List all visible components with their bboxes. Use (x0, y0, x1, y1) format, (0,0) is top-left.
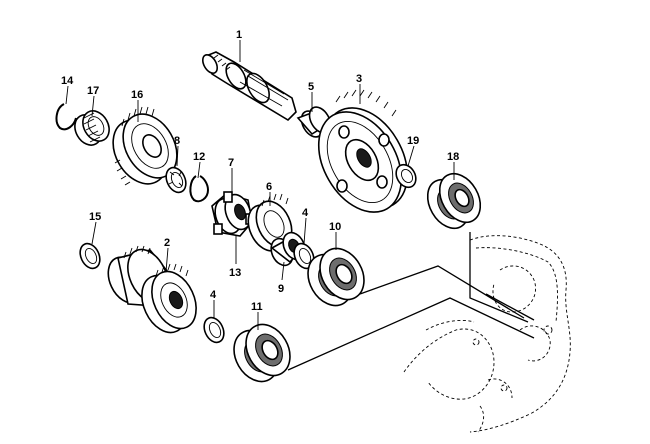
callout-1: 1 (236, 29, 242, 41)
part-14-circlip (55, 103, 77, 131)
callout-5: 5 (308, 81, 314, 93)
callout-18: 18 (447, 151, 459, 163)
callout-8: 8 (174, 135, 180, 147)
callout-10: 10 (329, 221, 341, 233)
callout-leaders (65, 40, 455, 330)
callout-15: 15 (89, 211, 101, 223)
callout-4-upper: 4 (302, 207, 309, 219)
part-12-circlip (189, 175, 210, 203)
part-1-main-shaft (201, 51, 297, 122)
callout-19: 19 (407, 135, 419, 147)
part-17-needle-bearing (74, 110, 110, 146)
part-7-shift-fork-hub (211, 191, 255, 237)
callout-4-lower: 4 (210, 289, 217, 301)
callout-6: 6 (266, 181, 272, 193)
part-18-bearing (426, 172, 482, 230)
engine-case-outline (403, 235, 571, 433)
part-15-washer (79, 242, 101, 270)
callout-17: 17 (87, 85, 99, 97)
part-4-washer-lower (203, 316, 225, 344)
part-10-bearing (307, 247, 365, 307)
callout-13: 13 (229, 267, 241, 279)
part-3-large-gear (317, 89, 409, 213)
callout-11: 11 (251, 301, 263, 313)
callout-9: 9 (278, 283, 284, 295)
part-5-collar (296, 106, 332, 138)
part-6-gear (247, 193, 293, 252)
assembly-leader-lines (287, 232, 535, 371)
part-2-cluster-gear (107, 245, 197, 334)
callout-16: 16 (131, 89, 143, 101)
callout-labels: 1 2 3 4 4 5 6 7 8 9 10 11 12 13 14 15 16… (61, 29, 459, 313)
callout-7: 7 (228, 157, 234, 169)
part-16-gear (112, 106, 178, 186)
part-11-bearing (233, 323, 291, 383)
part-19-washer (395, 163, 417, 189)
callout-2: 2 (164, 237, 170, 249)
part-8-washer (165, 166, 187, 194)
callout-12: 12 (193, 151, 205, 163)
callout-3: 3 (356, 73, 362, 85)
callout-14: 14 (61, 75, 74, 87)
